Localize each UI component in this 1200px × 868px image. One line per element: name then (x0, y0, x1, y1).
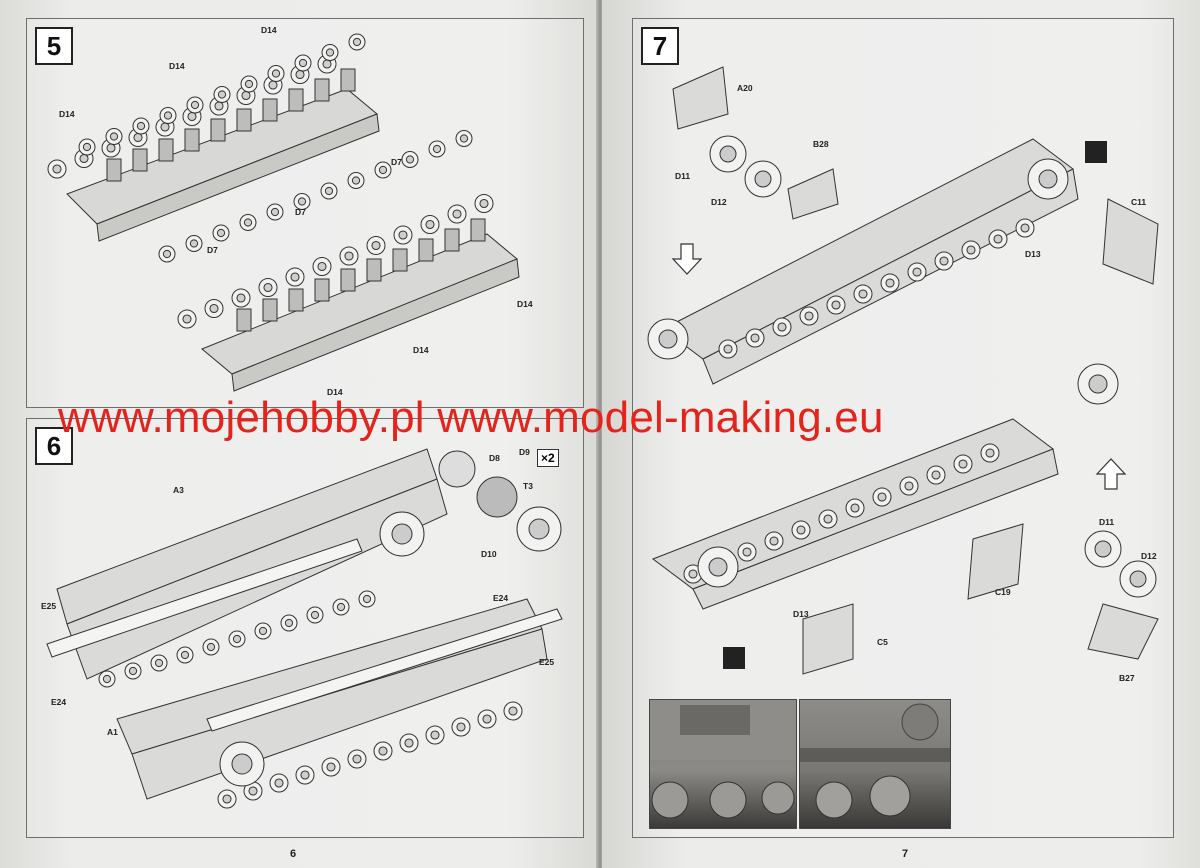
part-label: D14 (169, 61, 185, 71)
step-number: 6 (35, 427, 73, 465)
part-label: D11 (675, 171, 691, 181)
part-label: D14 (59, 109, 75, 119)
part-label: A1 (107, 727, 118, 737)
part-label: E24 (51, 697, 67, 707)
step-number: 5 (35, 27, 73, 65)
part-label: D8 (489, 453, 500, 463)
part-label: D14 (261, 25, 277, 35)
step-number: 7 (641, 27, 679, 65)
part-label: B27 (1119, 673, 1135, 683)
part-label: B28 (813, 139, 829, 149)
book-spine (596, 0, 604, 868)
watermark-text: www.mojehobby.pl www.model-making.eu (58, 393, 884, 442)
part-label: E24 (493, 593, 509, 603)
page-number: 7 (902, 848, 909, 860)
step-7-panel: 7 (632, 18, 1174, 838)
part-label: D7 (207, 245, 218, 255)
part-label: D12 (711, 197, 727, 207)
reference-photo-right (799, 699, 951, 829)
part-label: D10 (481, 549, 497, 559)
reference-arrow-icon (1085, 141, 1107, 163)
part-label: A3 (173, 485, 184, 495)
suspension-drawing (47, 33, 520, 392)
reference-arrow-icon (723, 647, 745, 669)
part-label: T3 (523, 481, 533, 491)
step-6-panel: 6 ×2 A3 (26, 418, 584, 838)
part-label: E25 (539, 657, 555, 667)
part-label: D7 (391, 157, 402, 167)
quantity-badge: ×2 (537, 449, 559, 467)
right-page: 7 (602, 0, 1200, 868)
part-label: C5 (877, 637, 888, 647)
part-label: C19 (995, 587, 1011, 597)
part-label: D11 (1099, 517, 1115, 527)
part-label: D9 (519, 447, 530, 457)
part-label: D14 (327, 387, 343, 397)
part-label: C11 (1131, 197, 1147, 207)
left-page: 5 D14 D14 D14 D7 D7 D7 D14 D14 (0, 0, 598, 868)
part-label: D13 (793, 609, 809, 619)
page-number: 6 (290, 848, 297, 860)
reference-photo-left (649, 699, 797, 829)
part-label: E25 (41, 601, 57, 611)
part-label: D13 (1025, 249, 1041, 259)
part-label: A20 (737, 83, 753, 93)
part-label: D14 (413, 345, 429, 355)
hull-assembly-drawing (647, 66, 1159, 675)
track-assembly-drawing (46, 448, 563, 809)
step-5-panel: 5 D14 D14 D14 D7 D7 D7 D14 D14 (26, 18, 584, 408)
part-label: D7 (295, 207, 306, 217)
part-label: D12 (1141, 551, 1157, 561)
part-label: D14 (517, 299, 533, 309)
